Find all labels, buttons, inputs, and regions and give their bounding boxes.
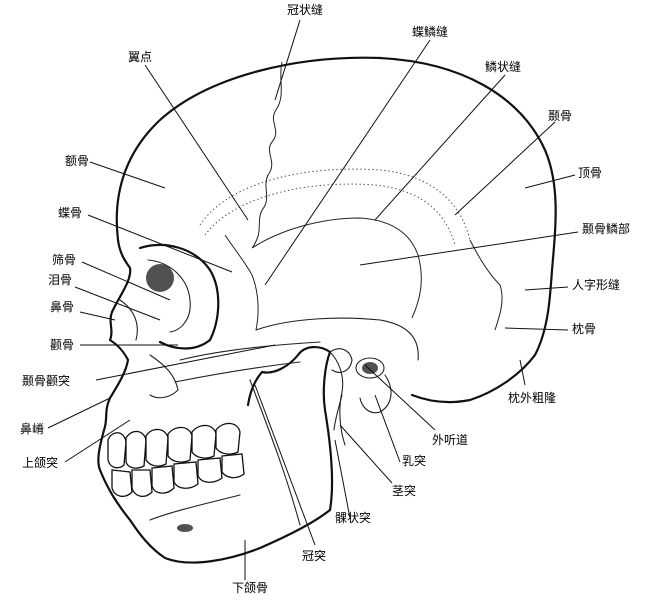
- label-mandible: 下颌骨: [232, 580, 268, 595]
- labels: 冠状缝 蝶鳞缝 翼点 鳞状缝 颞骨 额骨 顶骨 蝶骨 颞骨鳞部 筛骨 泪骨 人字…: [20, 2, 630, 595]
- upper-teeth: [107, 422, 241, 469]
- label-mastoid-process: 乳突: [402, 453, 426, 468]
- mandible-outline: [98, 346, 334, 564]
- label-sphenosquamous-suture: 蝶鳞缝: [412, 24, 448, 39]
- lower-teeth: [111, 453, 245, 498]
- inferior-temporal-line: [204, 183, 456, 246]
- condyle: [329, 348, 353, 373]
- orbit-rim: [138, 243, 220, 350]
- label-external-acoustic-meatus: 外听道: [432, 433, 468, 447]
- orbit-inner: [147, 259, 191, 333]
- label-occipital-bone: 枕骨: [572, 321, 596, 336]
- sphenoid-suture-line: [224, 234, 259, 331]
- label-frontal-bone: 额骨: [65, 154, 89, 168]
- label-maxilla-process: 上颌突: [22, 455, 58, 470]
- lambdoid-suture-line: [469, 239, 503, 331]
- coronal-suture-line: [251, 61, 283, 249]
- ear-canal: [355, 357, 385, 379]
- squamous-suture-line: [251, 217, 422, 319]
- label-lacrimal-bone: 泪骨: [48, 273, 72, 287]
- ramus-outline: [249, 379, 301, 526]
- label-parietal-bone: 顶骨: [578, 166, 602, 180]
- mental-foramen: [177, 524, 193, 532]
- label-coronoid-process: 冠突: [302, 548, 326, 563]
- temporal-bone-outline: [255, 317, 419, 361]
- label-nasal-bone: 鼻骨: [50, 299, 74, 314]
- label-styloid-process: 茎突: [392, 483, 416, 498]
- label-zygomatic-bone: 颧骨: [50, 338, 74, 352]
- label-condylar-process: 髁状突: [335, 510, 371, 525]
- label-ethmoid-bone: 筛骨: [52, 252, 76, 267]
- superior-temporal-line: [199, 168, 471, 241]
- label-zygomatic-process: 颞骨颧突: [22, 373, 70, 388]
- label-pterion: 翼点: [128, 50, 152, 64]
- zygomatic-arch: [179, 341, 321, 361]
- face-outline: [97, 238, 132, 472]
- label-temporal-squama: 颞骨鳞部: [582, 221, 630, 236]
- ramus-back: [329, 351, 346, 446]
- label-temporal-bone: 颞骨: [548, 109, 572, 123]
- zygomatic-arch-lower: [174, 361, 301, 383]
- label-nasal-crest: 鼻嵴: [20, 421, 44, 436]
- nasal-opening: [119, 299, 138, 341]
- ear-canal-shadow: [362, 362, 378, 374]
- styloid: [333, 394, 343, 431]
- leader-lines: [47, 19, 579, 580]
- label-external-occipital-protuberance: 枕外粗隆: [508, 390, 556, 405]
- orbit-shadow: [146, 264, 174, 292]
- mastoid: [359, 374, 392, 414]
- label-coronal-suture: 冠状缝: [287, 2, 323, 17]
- cranium-outline: [115, 56, 557, 404]
- label-lambdoid-suture: 人字形缝: [572, 277, 620, 292]
- label-sphenoid-bone: 蝶骨: [58, 205, 82, 220]
- label-squamous-suture: 鳞状缝: [485, 59, 521, 74]
- mandible-ridge: [149, 494, 241, 521]
- zygomatic-body: [149, 354, 179, 399]
